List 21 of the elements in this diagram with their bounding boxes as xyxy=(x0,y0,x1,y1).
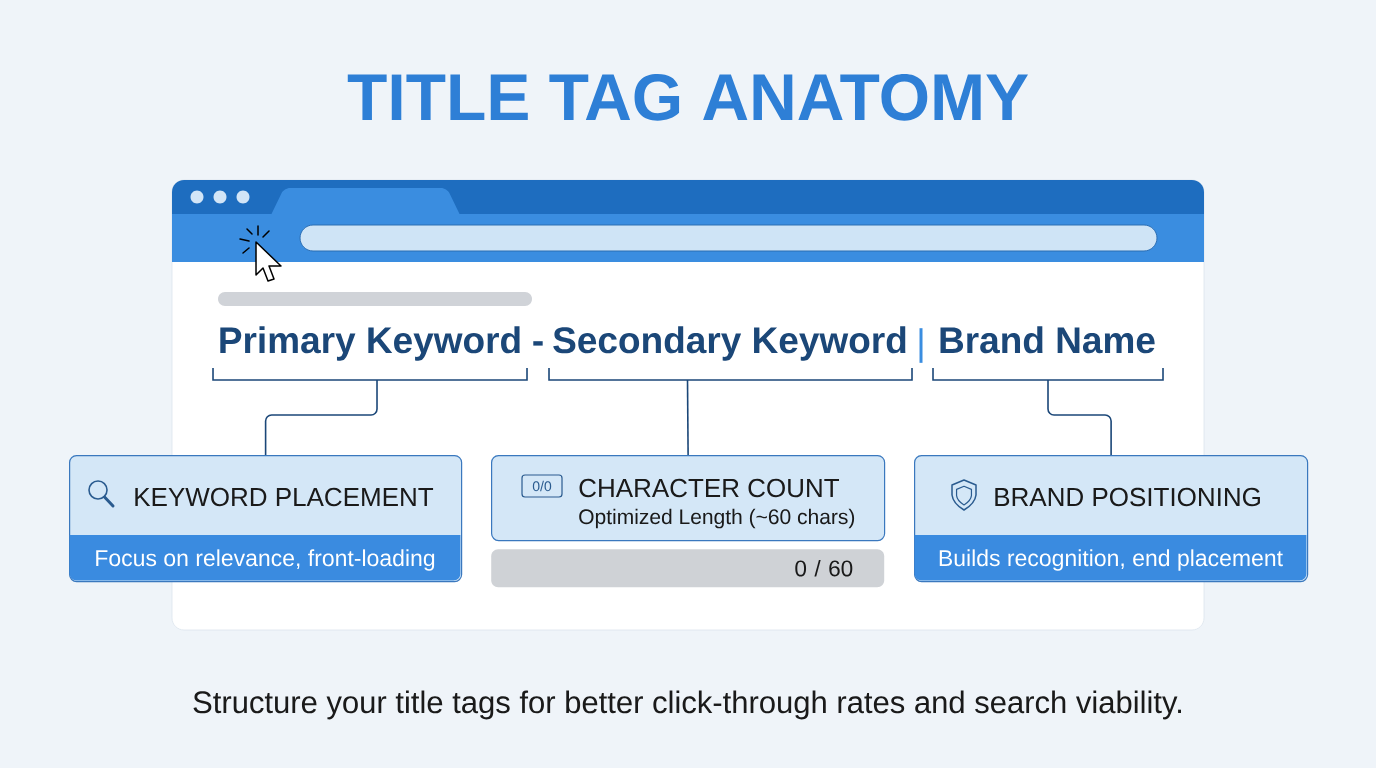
card-band: Focus on relevance, front-loading xyxy=(69,535,461,581)
title-part-label: Secondary Keyword xyxy=(553,326,906,361)
card-band: Builds recognition, end placement xyxy=(914,535,1307,581)
separator: - xyxy=(533,341,543,346)
separator: | xyxy=(919,328,923,363)
card-heading: CHARACTER COUNT xyxy=(579,478,839,498)
card-subtitle: Optimized Length (~60 chars) xyxy=(579,508,855,529)
title-part-label: Primary Keyword xyxy=(220,326,520,361)
info-card xyxy=(914,455,1309,583)
card-heading: KEYWORD PLACEMENT xyxy=(135,487,434,507)
title-part-label: Brand Name xyxy=(940,326,1155,354)
info-card xyxy=(69,455,463,583)
connector-line xyxy=(264,379,378,456)
caption: Structure your title tags for better click-through rates and search viability. xyxy=(193,690,1181,720)
counter-badge: 0/0 xyxy=(521,474,563,498)
progress-bar: 0 / 60 xyxy=(491,549,885,588)
connector-line xyxy=(1047,379,1112,456)
card-heading: BRAND POSITIONING xyxy=(995,487,1260,507)
connector-line xyxy=(686,379,689,456)
info-card xyxy=(491,455,886,542)
title: TITLE TAG ANATOMY xyxy=(347,73,1028,121)
